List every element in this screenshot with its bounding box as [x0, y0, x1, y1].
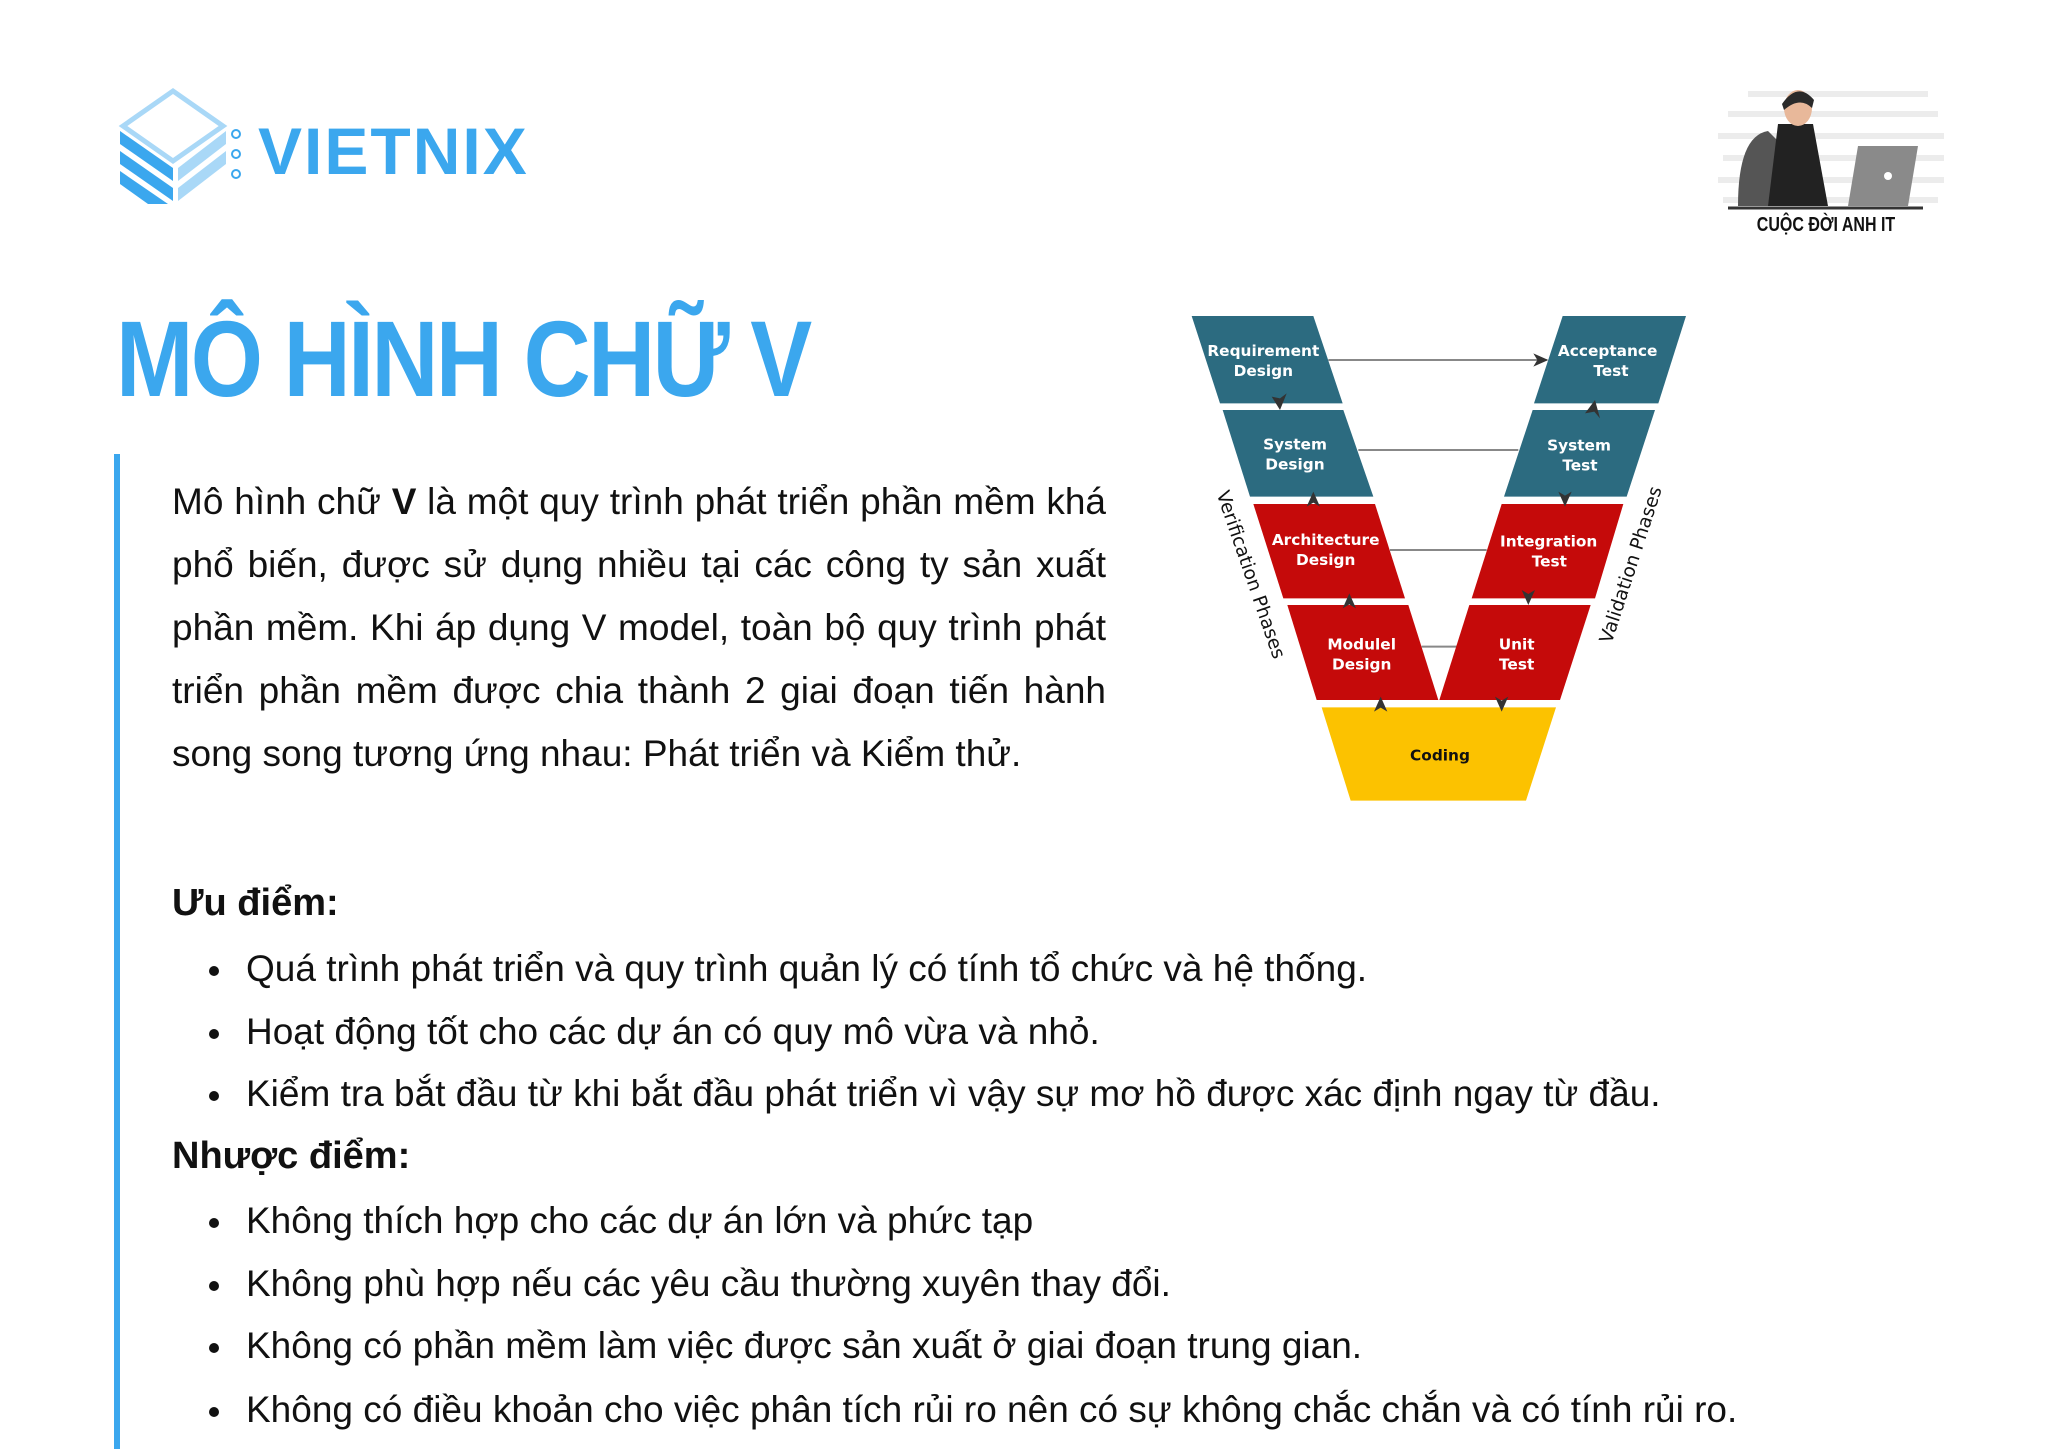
phase-unit-test — [1439, 605, 1591, 700]
phase-system-test — [1504, 410, 1655, 497]
svg-text:Coding: Coding — [1410, 747, 1470, 765]
pros-item: Kiểm tra bắt đầu từ khi bắt đầu phát tri… — [209, 1073, 1661, 1115]
svg-text:Test: Test — [1499, 655, 1534, 673]
cons-item: Không có phần mềm làm việc được sản xuất… — [209, 1325, 1362, 1367]
phase-system-design — [1222, 410, 1374, 497]
svg-text:Design: Design — [1332, 655, 1391, 673]
svg-text:Test: Test — [1532, 553, 1567, 571]
channel-logo-text: CUỘC ĐỜI ANH IT — [1756, 214, 1896, 236]
svg-text:Unit: Unit — [1499, 635, 1535, 653]
phase-requirement-design — [1191, 316, 1343, 404]
svg-text:VIETNIX: VIETNIX — [258, 114, 529, 188]
vietnix-logo: VIETNIX — [118, 87, 529, 204]
svg-text:Test: Test — [1562, 457, 1597, 475]
phase-coding — [1321, 707, 1556, 801]
cons-item: Không thích hợp cho các dự án lớn và phứ… — [209, 1200, 1033, 1242]
phase-module-design — [1287, 605, 1439, 700]
svg-text:Requirement: Requirement — [1207, 342, 1319, 360]
flow-arrows — [1271, 393, 1600, 712]
svg-text:Acceptance: Acceptance — [1558, 342, 1657, 360]
phase-architecture-design — [1253, 504, 1405, 599]
page-title: MÔ HÌNH CHỮ V — [116, 298, 812, 419]
pros-item: Quá trình phát triển và quy trình quản l… — [209, 948, 1367, 990]
svg-text:Design: Design — [1296, 551, 1355, 569]
pros-heading: Ưu điểm: — [172, 882, 339, 924]
svg-text:System: System — [1547, 437, 1611, 455]
cons-item: Không có điều khoản cho việc phân tích r… — [209, 1389, 1737, 1431]
svg-text:Test: Test — [1593, 362, 1628, 380]
svg-text:Design: Design — [1265, 455, 1324, 473]
svg-text:Integration: Integration — [1500, 533, 1597, 551]
phase-integration-test — [1471, 504, 1624, 599]
channel-logo: CUỘC ĐỜI ANH IT — [1708, 86, 1944, 246]
cons-heading: Nhược điểm: — [172, 1135, 411, 1177]
v-model-diagram: Requirement Design System Design Archite… — [1191, 316, 1686, 801]
accent-bar — [114, 454, 120, 1449]
arrow-icon — [1533, 353, 1549, 367]
svg-text:Modulel: Modulel — [1327, 635, 1396, 653]
svg-text:Architecture: Architecture — [1272, 531, 1380, 549]
intro-paragraph: Mô hình chữ V là một quy trình phát triể… — [172, 481, 1106, 774]
cons-item: Không phù hợp nếu các yêu cầu thường xuy… — [209, 1263, 1171, 1305]
phase-acceptance-test — [1534, 316, 1686, 404]
svg-text:System: System — [1263, 435, 1327, 453]
svg-text:Design: Design — [1234, 362, 1293, 380]
pros-item: Hoạt động tốt cho các dự án có quy mô vừ… — [209, 1011, 1100, 1053]
